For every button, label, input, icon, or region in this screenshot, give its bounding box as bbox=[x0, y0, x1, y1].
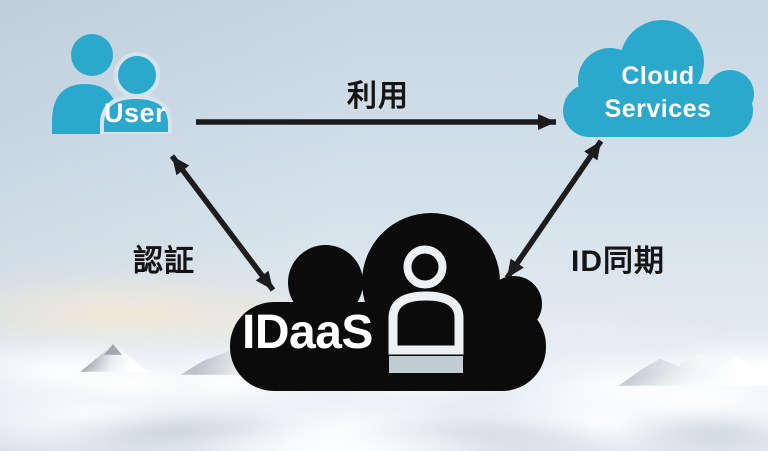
auth-arrow bbox=[169, 154, 276, 292]
person-head bbox=[403, 245, 447, 289]
cloud-services-label-line2: Services bbox=[604, 95, 712, 123]
user-back-head bbox=[71, 34, 113, 76]
idaas-base bbox=[230, 302, 546, 391]
idaas-label: IDaaS bbox=[242, 306, 373, 359]
sync-arrow bbox=[504, 139, 604, 280]
usage-label: 利用 bbox=[347, 80, 409, 113]
cloud-shadow bbox=[610, 412, 768, 451]
user-group-icon bbox=[52, 34, 172, 134]
person-body-cutout bbox=[389, 356, 463, 373]
cloud-blob bbox=[55, 362, 205, 402]
auth-label: 認証 bbox=[133, 245, 195, 278]
mountain-peak-left-facet bbox=[104, 344, 122, 355]
sync-label: ID同期 bbox=[571, 245, 665, 278]
cloud-services-base bbox=[563, 84, 753, 137]
person-body bbox=[388, 291, 464, 355]
user-label: User bbox=[104, 98, 167, 128]
user-front-head bbox=[114, 52, 160, 98]
cloud-services-label-line1: Cloud bbox=[621, 62, 695, 90]
user-front-body bbox=[100, 94, 172, 134]
cloud-services-label: Cloud Services bbox=[565, 60, 751, 126]
person-outline-icon bbox=[388, 245, 464, 373]
